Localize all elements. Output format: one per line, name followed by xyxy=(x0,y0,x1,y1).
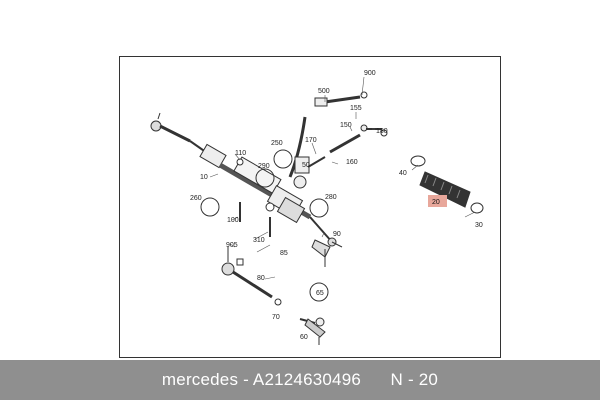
callout-80: 80 xyxy=(257,275,265,282)
callout-250: 250 xyxy=(271,140,283,147)
callout-905: 905 xyxy=(226,242,238,249)
callout-280: 280 xyxy=(325,194,337,201)
callout-260: 260 xyxy=(190,195,202,202)
callout-20: 20 xyxy=(432,199,440,206)
outer-tie-rod-end-drawing xyxy=(299,317,326,345)
callout-circles xyxy=(200,149,329,302)
callout-50: 50 xyxy=(302,162,310,169)
callout-110: 110 xyxy=(235,150,246,157)
leader-lines xyxy=(209,76,476,280)
callout-65: 65 xyxy=(316,290,324,297)
callout-180: 180 xyxy=(376,128,388,135)
callout-100: 100 xyxy=(227,217,239,224)
callout-900: 900 xyxy=(364,70,376,77)
inner-tie-rod-drawing xyxy=(221,262,282,306)
part-20-highlight-box xyxy=(428,195,447,207)
callout-500: 500 xyxy=(318,88,330,95)
right-tie-rod-drawing xyxy=(309,216,343,248)
callout-labels: 900 500 155 150 180 170 250 110 290 50 1… xyxy=(190,70,483,341)
callout-60: 60 xyxy=(300,334,308,341)
callout-40: 40 xyxy=(399,170,407,177)
steering-rack-exploded-diagram: 900 500 155 150 180 170 250 110 290 50 1… xyxy=(150,70,484,345)
bellows-boot-drawing xyxy=(410,155,484,214)
callout-155: 155 xyxy=(350,105,362,112)
part-number-caption: mercedes - A2124630496 N - 20 xyxy=(161,370,439,389)
footer-bar: mercedes - A2124630496 N - 20 xyxy=(0,360,600,400)
callout-10: 10 xyxy=(200,174,208,181)
callout-290: 290 xyxy=(258,163,270,170)
right-tie-rod-end-drawing xyxy=(311,239,331,267)
upper-rod-drawing xyxy=(314,91,368,107)
callout-85: 85 xyxy=(280,250,288,257)
callout-30: 30 xyxy=(475,222,483,229)
callout-150: 150 xyxy=(340,122,352,129)
callout-170: 170 xyxy=(305,137,317,144)
parts-diagram-frame: 900 500 155 150 180 170 250 110 290 50 1… xyxy=(119,56,501,358)
pinion-parts-drawing xyxy=(329,124,388,154)
bolts-drawing xyxy=(227,158,244,266)
callout-70: 70 xyxy=(272,314,280,321)
callout-160: 160 xyxy=(346,159,358,166)
callout-90: 90 xyxy=(333,231,341,238)
left-tie-rod-end-drawing xyxy=(150,112,191,143)
steering-rack-body-drawing xyxy=(189,116,326,237)
callout-310: 310 xyxy=(253,237,265,244)
